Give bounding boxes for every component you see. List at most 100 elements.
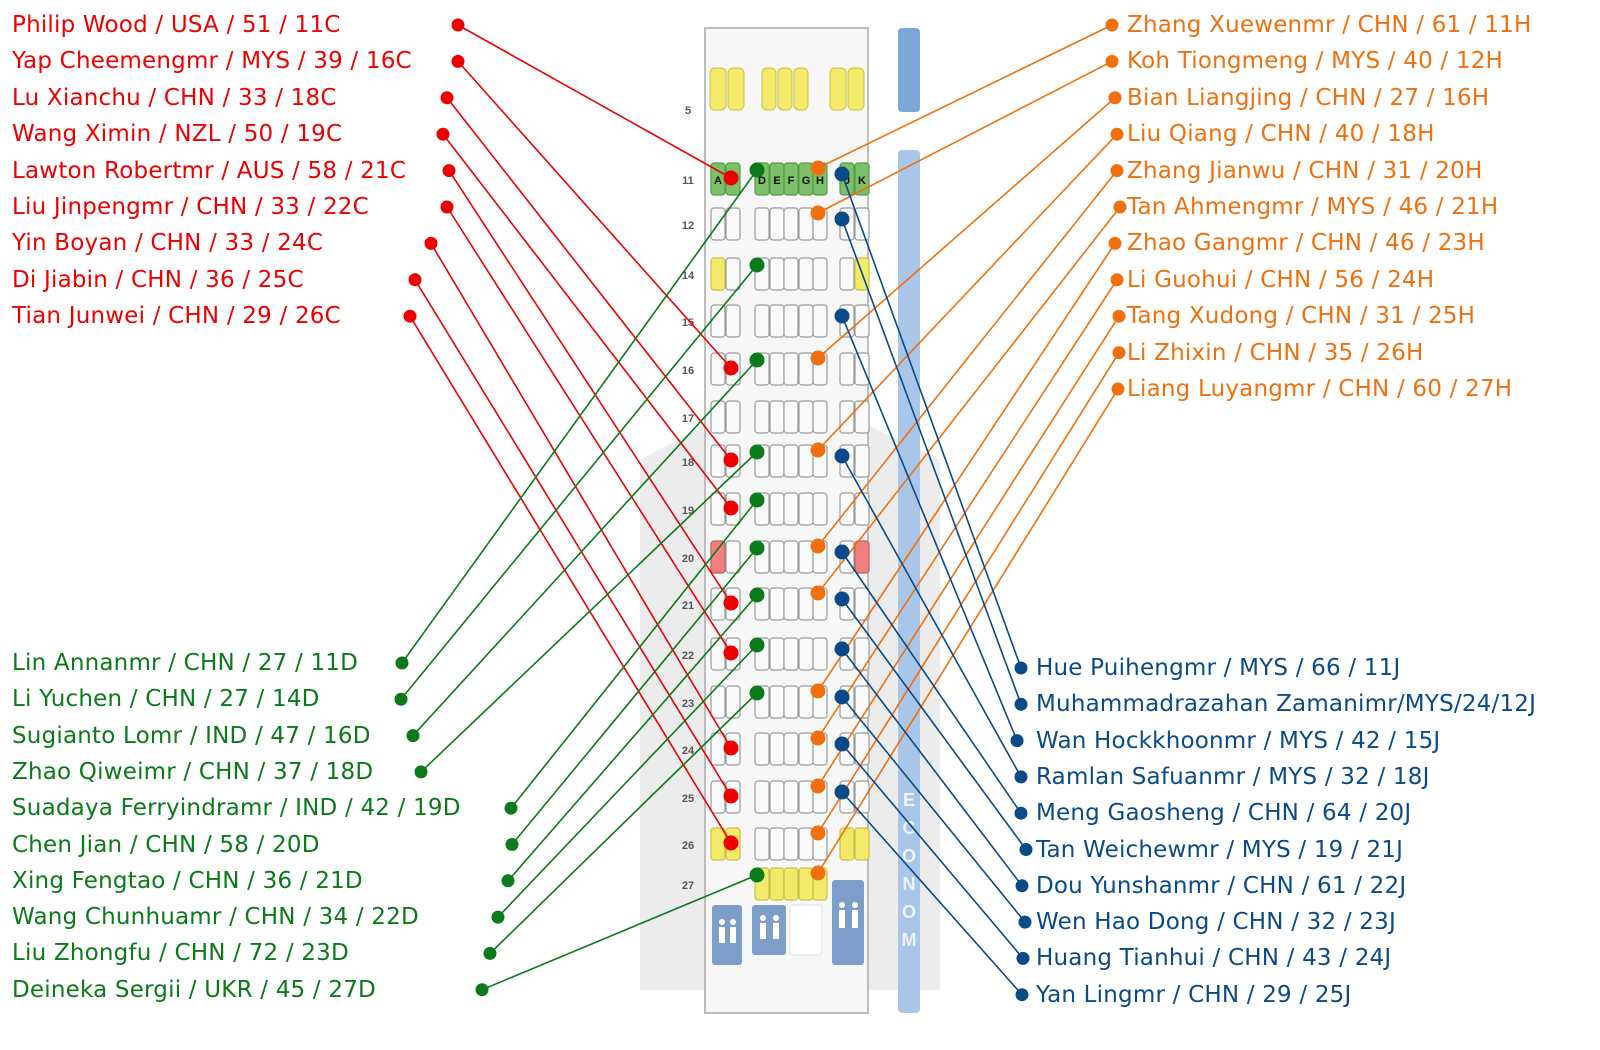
- seat-letter: K: [858, 175, 866, 187]
- seat-14A: [710, 257, 726, 291]
- seat-20F: [783, 540, 799, 574]
- row-number: 24: [682, 745, 695, 757]
- seat-25F: [783, 780, 799, 814]
- seat-25E: [769, 780, 785, 814]
- seat: [761, 67, 777, 111]
- seat-23J: [839, 685, 855, 719]
- seat-16C: [725, 352, 741, 386]
- passenger-label-green: Li Yuchen / CHN / 27 / 14D: [12, 686, 320, 713]
- passenger-label-blue: Dou Yunshanmr / CHN / 61 / 22J: [1036, 872, 1407, 899]
- seat-16A: [710, 352, 726, 386]
- seat-27D: [754, 867, 770, 901]
- seat-21G: [798, 587, 814, 621]
- passenger-label-red: Tian Junwei / CHN / 29 / 26C: [12, 303, 341, 330]
- seat-19G: [798, 492, 814, 526]
- seat-18C: [725, 444, 741, 478]
- seat-14J: [839, 257, 855, 291]
- wing-left: [640, 425, 705, 990]
- seat: [829, 67, 847, 111]
- seat: [793, 67, 809, 111]
- seat-21C: [725, 587, 741, 621]
- seat-26F: [783, 827, 799, 861]
- seat-15K: [854, 304, 870, 338]
- lavatory-left: [712, 905, 742, 965]
- seat-16G: [798, 352, 814, 386]
- passenger-label-green: Suadaya Ferryindramr / IND / 42 / 19D: [12, 795, 461, 822]
- row-number: 27: [682, 880, 694, 892]
- seat: [709, 67, 727, 111]
- passenger-label-orange: Zhang Xuewenmr / CHN / 61 / 11H: [1127, 12, 1532, 38]
- passenger-label-blue: Muhammadrazahan Zamanimr/MYS/24/12J: [1036, 691, 1537, 718]
- seat-25D: [754, 780, 770, 814]
- passenger-label-green: Deineka Sergii / UKR / 45 / 27D: [12, 976, 376, 1003]
- passenger-label-red: Yin Boyan / CHN / 33 / 24C: [12, 230, 324, 257]
- seat-21K: [854, 587, 870, 621]
- seat-15H: [812, 304, 828, 338]
- passenger-label-blue: Wen Hao Dong / CHN / 32 / 23J: [1036, 909, 1396, 936]
- passenger-label-red: Liu Jinpengmr / CHN / 33 / 22C: [12, 194, 369, 220]
- seat-19C: [725, 492, 741, 526]
- seat-12J: [839, 207, 855, 241]
- seat-15A: [710, 304, 726, 338]
- passenger-label-blue: Huang Tianhui / CHN / 43 / 24J: [1036, 945, 1392, 972]
- seat-25K: [854, 780, 870, 814]
- seat-20G: [798, 540, 814, 574]
- passenger-label-red: Yap Cheemengmr / MYS / 39 / 16C: [12, 48, 412, 75]
- passenger-label-red: Lawton Robertmr / AUS / 58 / 21C: [12, 157, 407, 184]
- seat-14C: [725, 257, 741, 291]
- seat-19D: [754, 492, 770, 526]
- seat-12F: [783, 207, 799, 241]
- seat-letter: E: [773, 175, 780, 187]
- seat-21H: [812, 587, 828, 621]
- seat-19H: [812, 492, 828, 526]
- seat-18J: [839, 444, 855, 478]
- row-number: 17: [682, 413, 694, 425]
- seat-26G: [798, 827, 814, 861]
- passenger-label-orange: Koh Tiongmeng / MYS / 40 / 12H: [1127, 48, 1504, 75]
- row-number: 15: [682, 317, 694, 329]
- seat-12E: [769, 207, 785, 241]
- seat-23G: [798, 685, 814, 719]
- seat-18G: [798, 444, 814, 478]
- seat-27H: [812, 867, 828, 901]
- passenger-label-green: Xing Fengtao / CHN / 36 / 21D: [12, 867, 363, 894]
- seat-23F: [783, 685, 799, 719]
- seat-letter: D: [758, 175, 766, 187]
- passenger-label-red: Philip Wood / USA / 51 / 11C: [12, 12, 341, 38]
- seat-18F: [783, 444, 799, 478]
- seat-12D: [754, 207, 770, 241]
- seat-21E: [769, 587, 785, 621]
- row-number: 11: [682, 175, 694, 187]
- seat-18D: [754, 444, 770, 478]
- seat-25A: [710, 780, 726, 814]
- passenger-label-orange: Li Guohui / CHN / 56 / 24H: [1127, 266, 1435, 293]
- seat-16D: [754, 352, 770, 386]
- seat-15J: [839, 304, 855, 338]
- seat-20H: [812, 540, 828, 574]
- passenger-label-orange: Zhao Gangmr / CHN / 46 / 23H: [1127, 230, 1485, 257]
- seat-15G: [798, 304, 814, 338]
- seat-24J: [839, 732, 855, 766]
- section-label: ECONOM: [899, 790, 919, 958]
- row-number: 14: [682, 270, 695, 282]
- seat-18K: [854, 444, 870, 478]
- passenger-label-blue: Yan Lingmr / CHN / 29 / 25J: [1036, 981, 1352, 1008]
- seat-12H: [812, 207, 828, 241]
- passenger-label-green: Chen Jian / CHN / 58 / 20D: [12, 831, 320, 858]
- passenger-label-red: Wang Ximin / NZL / 50 / 19C: [12, 121, 343, 148]
- seat-17A: [710, 400, 726, 434]
- seat: [777, 67, 793, 111]
- seat-letter: C: [729, 175, 737, 187]
- seat-17J: [839, 400, 855, 434]
- seat-15D: [754, 304, 770, 338]
- seat-24G: [798, 732, 814, 766]
- row-number: 26: [682, 840, 694, 852]
- seat-21F: [783, 587, 799, 621]
- seat-21J: [839, 587, 855, 621]
- seat-22K: [854, 637, 870, 671]
- passenger-label-red: Di Jiabin / CHN / 36 / 25C: [12, 266, 304, 293]
- seat-20E: [769, 540, 785, 574]
- passenger-label-orange: Bian Liangjing / CHN / 27 / 16H: [1127, 84, 1490, 111]
- passenger-label-orange: Liu Qiang / CHN / 40 / 18H: [1127, 121, 1435, 148]
- seat-15C: [725, 304, 741, 338]
